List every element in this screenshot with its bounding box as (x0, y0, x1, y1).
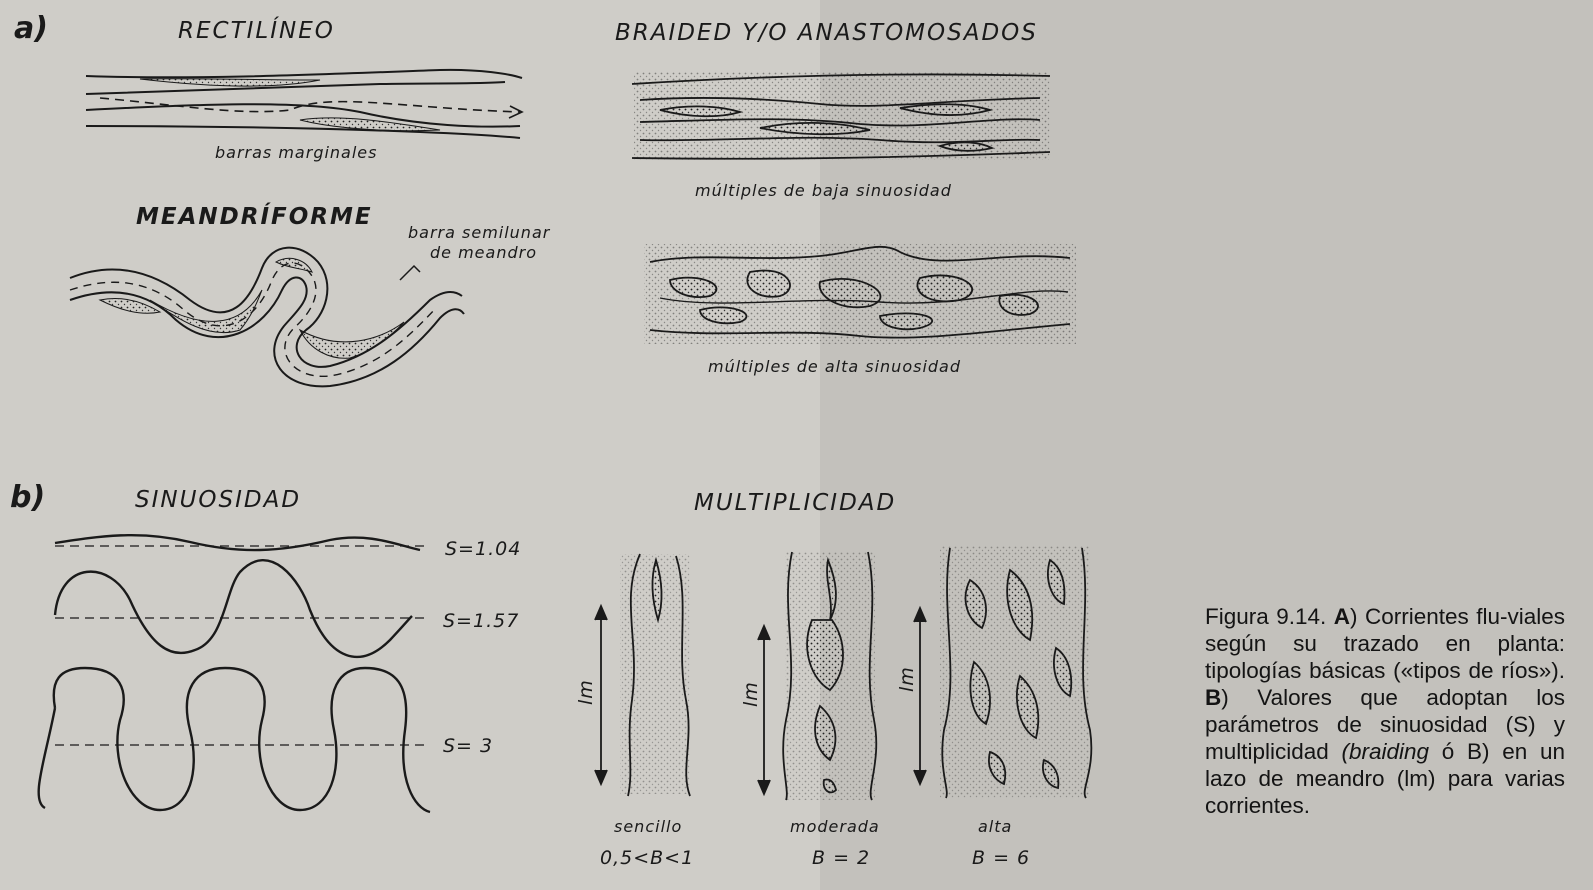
sinuosity-value-1: S=1.04 (445, 538, 521, 560)
meandriforme-channel-drawing (69, 246, 465, 388)
caption-tail: ó B) en un lazo de meandro (lm) para var… (1205, 739, 1565, 818)
caption-braiding: (braiding (1341, 739, 1430, 764)
rectilineo-caption: barras marginales (215, 143, 377, 162)
lm-label-sencillo: lm (575, 679, 597, 705)
multiplicity-alta-drawing (913, 546, 1093, 799)
case-sencillo-name: sencillo (614, 817, 682, 836)
sinuosity-value-2: S=1.57 (443, 610, 519, 632)
case-moderada-name: moderada (790, 817, 880, 836)
braided-title: BRAIDED Y/O ANASTOMOSADOS (615, 20, 1038, 46)
case-alta-value: B = 6 (972, 847, 1030, 869)
case-moderada-value: B = 2 (812, 847, 870, 869)
section-b-label: b) (10, 480, 45, 515)
multiplicity-sencillo-drawing (594, 553, 691, 797)
lm-label-alta: lm (896, 666, 918, 692)
rectilineo-title: RECTILÍNEO (178, 16, 335, 44)
meandro-note-line2: de meandro (430, 243, 537, 262)
section-a-label: a) (14, 11, 48, 46)
braided-low-caption: múltiples de baja sinuosidad (695, 181, 952, 200)
case-sencillo-value: 0,5<B<1 (600, 847, 694, 869)
figure-caption: Figura 9.14. A) Corrientes flu-viales se… (1205, 603, 1565, 819)
caption-b-text: ) Valores que adoptan los parámetros de … (1205, 685, 1565, 764)
braided-high-sinuosity-drawing (644, 244, 1076, 344)
multiplicidad-title: MULTIPLICIDAD (694, 490, 896, 516)
caption-a-letter: A (1333, 604, 1350, 629)
caption-a-text: ) Corrientes flu-viales según su trazado… (1205, 604, 1565, 683)
sinuosidad-title: SINUOSIDAD (135, 487, 301, 513)
multiplicity-moderada-drawing (757, 551, 878, 801)
meandro-note-line1: barra semilunar (408, 223, 551, 242)
sinuosity-value-3: S= 3 (443, 735, 493, 757)
case-alta-name: alta (978, 817, 1012, 836)
braided-high-caption: múltiples de alta sinuosidad (708, 357, 961, 376)
lm-label-moderada: lm (740, 681, 762, 707)
caption-b-letter: B (1205, 685, 1222, 710)
sinuosity-curves (37, 533, 431, 814)
rectilineo-channel-drawing (85, 68, 524, 139)
braided-low-sinuosity-drawing (631, 72, 1051, 160)
meandriforme-title: MEANDRÍFORME (136, 202, 373, 230)
caption-prefix: Figura 9.14. (1205, 604, 1334, 629)
